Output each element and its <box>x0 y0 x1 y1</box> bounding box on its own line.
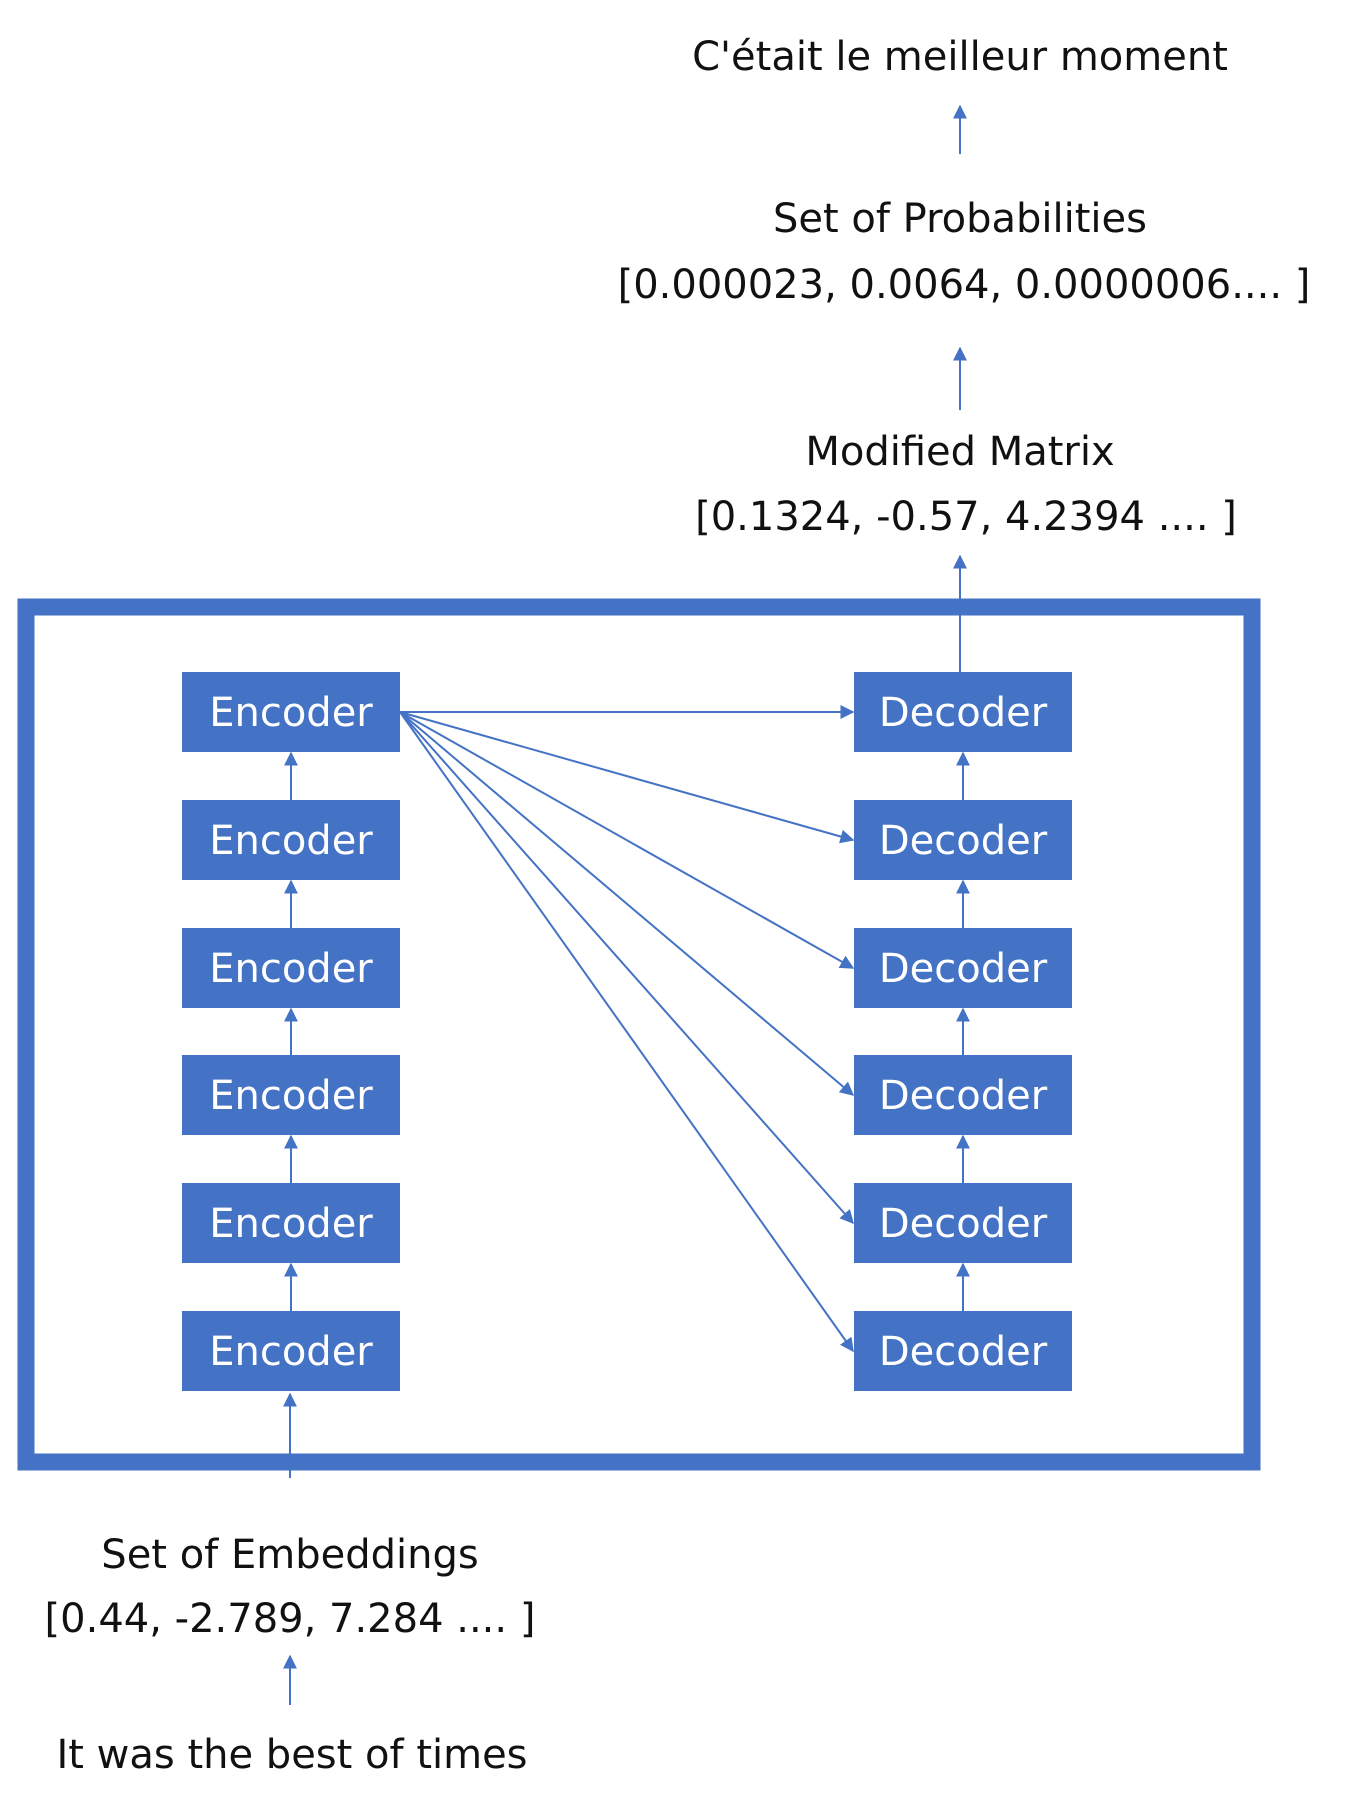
encoder-block-4-label: Encoder <box>209 1073 373 1119</box>
encoder-block-5-label: Encoder <box>209 1201 373 1247</box>
encoder-to-decoder-arrow <box>399 711 854 1353</box>
decoder-block-1: Decoder <box>854 672 1072 752</box>
encoder-block-6: Encoder <box>182 1311 400 1391</box>
encoder-to-decoder-arrow <box>399 711 855 1096</box>
probabilities-title: Set of Probabilities <box>773 196 1147 242</box>
decoder-block-5-label: Decoder <box>879 1201 1048 1247</box>
decoder-block-3-label: Decoder <box>879 946 1048 992</box>
probabilities-values: [0.000023, 0.0064, 0.0000006.... ] <box>618 262 1311 308</box>
decoder-block-4-label: Decoder <box>879 1073 1048 1119</box>
encoder-to-decoder-arrow <box>399 711 855 844</box>
modified-matrix-values: [0.1324, -0.57, 4.2394 .... ] <box>695 494 1237 540</box>
decoder-stack: DecoderDecoderDecoderDecoderDecoderDecod… <box>854 672 1072 1391</box>
decoder-block-5: Decoder <box>854 1183 1072 1263</box>
encoder-to-decoder-arrow <box>399 711 854 1225</box>
encoder-stack: EncoderEncoderEncoderEncoderEncoderEncod… <box>182 672 400 1391</box>
encoder-block-5: Encoder <box>182 1183 400 1263</box>
encoder-decoder-connections <box>284 705 970 1353</box>
encoder-block-1: Encoder <box>182 672 400 752</box>
encoder-block-1-label: Encoder <box>209 690 373 736</box>
encoder-block-2-label: Encoder <box>209 818 373 864</box>
encoder-block-3: Encoder <box>182 928 400 1008</box>
encoder-block-6-label: Encoder <box>209 1329 373 1375</box>
encoder-to-decoder-arrow <box>399 711 855 969</box>
encoder-block-3-label: Encoder <box>209 946 373 992</box>
modified-matrix-title: Modified Matrix <box>805 429 1114 475</box>
decoder-block-2: Decoder <box>854 800 1072 880</box>
decoder-block-2-label: Decoder <box>879 818 1048 864</box>
decoder-block-4: Decoder <box>854 1055 1072 1135</box>
encoder-block-4: Encoder <box>182 1055 400 1135</box>
output-sentence: C'était le meilleur moment <box>692 34 1228 80</box>
decoder-block-6: Decoder <box>854 1311 1072 1391</box>
decoder-block-3: Decoder <box>854 928 1072 1008</box>
decoder-block-1-label: Decoder <box>879 690 1048 736</box>
embeddings-values: [0.44, -2.789, 7.284 .... ] <box>45 1596 536 1642</box>
encoder-block-2: Encoder <box>182 800 400 880</box>
input-sentence: It was the best of times <box>56 1732 527 1778</box>
transformer-frame <box>17 598 1261 1471</box>
embeddings-title: Set of Embeddings <box>101 1532 478 1578</box>
decoder-block-6-label: Decoder <box>879 1329 1048 1375</box>
